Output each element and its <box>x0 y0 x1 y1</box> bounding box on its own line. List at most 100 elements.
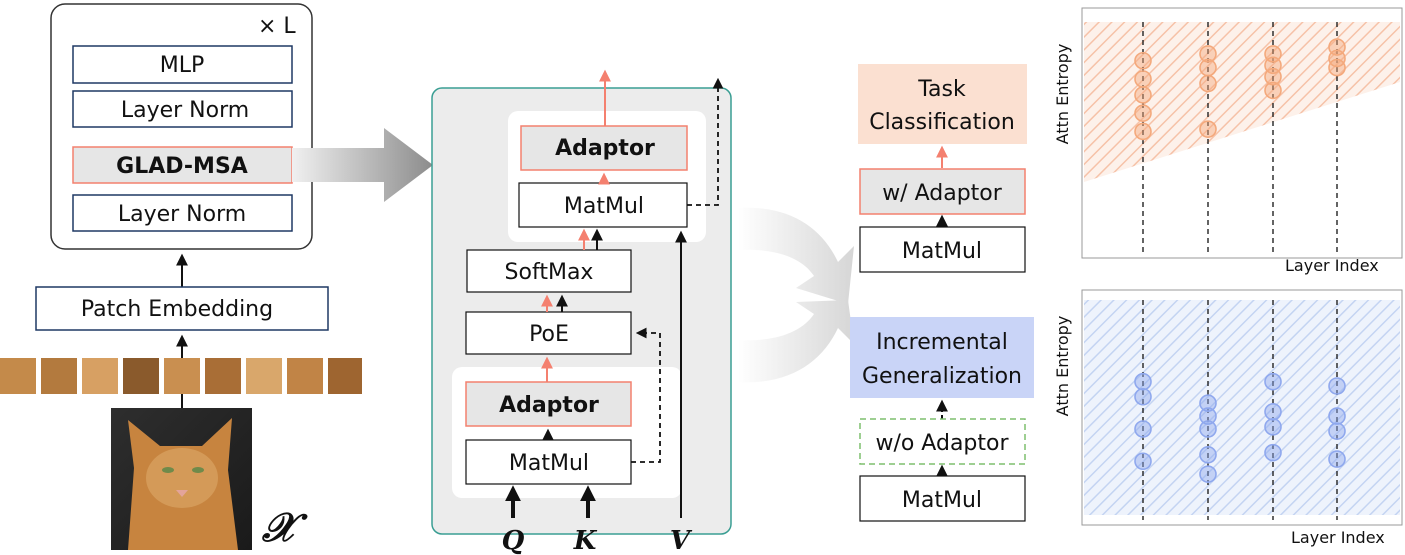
softmax-box <box>466 249 632 293</box>
adaptor-bottom-label: Adaptor <box>499 393 599 418</box>
patch-3 <box>82 358 118 394</box>
adaptor-top-label: Adaptor <box>555 136 655 161</box>
cat-nose <box>176 490 188 497</box>
input-q: Q <box>502 526 525 555</box>
with-adaptor-box <box>859 168 1026 215</box>
chart-top-point-5 <box>1134 122 1152 141</box>
chart-top-ylabel: Attn Entropy <box>1053 44 1072 145</box>
chart-top-point-4 <box>1134 104 1152 122</box>
patch-embedding-box <box>35 286 329 331</box>
input-x-symbol: 𝒳 <box>261 504 308 551</box>
chart-top-point-15 <box>1328 49 1346 68</box>
poe-label: PoE <box>529 322 569 347</box>
chart-top-region <box>1084 22 1400 182</box>
incremental-label-line1: Incremental <box>876 330 1008 355</box>
patch-embedding-label: Patch Embedding <box>81 297 273 322</box>
matmul-bottom-label: MatMul <box>509 451 589 476</box>
patch-1 <box>0 358 36 394</box>
chart-top-point-3 <box>1134 86 1152 104</box>
layer-norm-bottom-label: Layer Norm <box>118 202 246 227</box>
entropy-chart-bottom: Attn Entropy Layer Index <box>1053 289 1403 547</box>
repeat-label: × L <box>258 14 296 39</box>
chart-bottom-point-16 <box>1328 422 1346 440</box>
chart-top-point-13 <box>1264 81 1282 100</box>
adaptor-top-box <box>520 125 688 171</box>
chart-bottom-point-10 <box>1264 372 1282 391</box>
chart-bottom-point-5 <box>1199 394 1217 413</box>
layer-norm-top-label: Layer Norm <box>121 98 249 123</box>
chart-bottom-point-4 <box>1134 452 1152 471</box>
image-patches <box>0 358 362 394</box>
matmul-right-bottom-label: MatMul <box>902 488 982 513</box>
chart-top-point-7 <box>1199 58 1217 77</box>
layer-norm-top-box <box>72 90 293 128</box>
chart-bottom-region <box>1084 300 1400 515</box>
task-label-line2: Classification <box>869 110 1015 135</box>
patch-9 <box>328 358 362 394</box>
with-adaptor-label: w/ Adaptor <box>882 181 1003 206</box>
chart-top-points <box>1134 38 1346 141</box>
chart-bottom-point-7 <box>1199 420 1217 438</box>
chart-top-point-16 <box>1328 58 1346 77</box>
chart-bottom-point-2 <box>1134 387 1152 406</box>
task-label-line1: Task <box>917 77 966 102</box>
chart-top-layer-lines <box>1142 22 1338 255</box>
patch-4 <box>123 358 159 394</box>
chart-top-point-8 <box>1199 74 1217 93</box>
incremental-label-line2: Generalization <box>862 364 1022 389</box>
chart-bottom-point-8 <box>1199 445 1217 464</box>
mlp-box <box>72 45 293 84</box>
matmul-right-top-box <box>859 226 1026 273</box>
chart-bottom-point-15 <box>1328 407 1346 425</box>
matmul-right-bottom-box <box>859 475 1026 522</box>
patch-5 <box>164 358 200 394</box>
chart-bottom-ylabel: Attn Entropy <box>1053 316 1072 417</box>
adaptor-bottom-box <box>465 381 632 427</box>
incremental-generalization-box <box>850 317 1034 398</box>
vit-block: × L MLP Layer Norm GLAD-MSA Layer Norm <box>50 3 313 250</box>
cat-eye-left <box>162 467 174 473</box>
chart-bottom-point-14 <box>1328 377 1346 395</box>
zoom-in-arrow <box>292 128 433 202</box>
chart-top-point-12 <box>1264 67 1282 86</box>
skip-dashed-poe <box>631 327 661 463</box>
chart-bottom-point-17 <box>1328 450 1346 468</box>
chart-bottom-point-12 <box>1264 418 1282 436</box>
chart-top-point-2 <box>1134 70 1152 88</box>
chart-bottom-xlabel: Layer Index <box>1291 528 1385 547</box>
chart-top-point-1 <box>1134 51 1152 70</box>
glad-msa-label: GLAD-MSA <box>116 154 248 179</box>
softmax-label: SoftMax <box>505 260 594 285</box>
chart-bottom-point-6 <box>1199 407 1217 425</box>
without-adaptor-label: w/o Adaptor <box>875 431 1009 456</box>
chart-top-point-9 <box>1199 120 1217 138</box>
matmul-top-label: MatMul <box>564 194 644 219</box>
input-v: V <box>670 526 693 555</box>
layer-norm-bottom-box <box>72 194 293 232</box>
cat-eye-right <box>192 467 204 473</box>
chart-bottom-point-9 <box>1199 465 1217 483</box>
chart-bottom-point-13 <box>1264 443 1282 462</box>
patch-2 <box>41 358 77 394</box>
chart-bottom-point-11 <box>1264 402 1282 421</box>
chart-bottom-layer-lines <box>1142 300 1338 520</box>
cat-face <box>146 448 218 508</box>
chart-top-xlabel: Layer Index <box>1285 256 1379 275</box>
matmul-right-top-label: MatMul <box>902 239 982 264</box>
split-arrow-upper <box>738 207 854 304</box>
split-arrow-lower <box>738 300 854 383</box>
without-adaptor-box <box>859 418 1026 465</box>
task-classification-box <box>858 64 1027 144</box>
skip-dashed-out <box>687 77 724 206</box>
cat-image <box>111 408 252 550</box>
patch-6 <box>205 358 241 394</box>
chart-bottom-point-3 <box>1134 420 1152 438</box>
chart-top-point-6 <box>1199 45 1217 63</box>
mlp-label: MLP <box>160 53 205 78</box>
patch-8 <box>287 358 323 394</box>
poe-box <box>465 311 632 355</box>
glad-msa-box <box>72 146 293 184</box>
input-k: K <box>573 526 598 555</box>
